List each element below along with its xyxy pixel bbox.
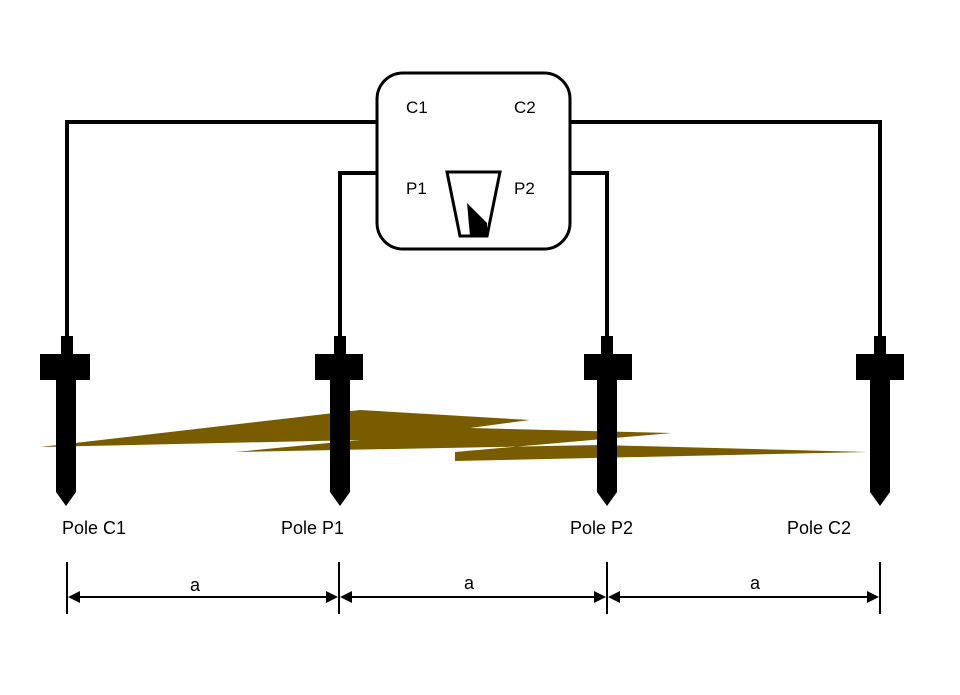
terminal-c2-label: C2	[514, 98, 536, 117]
wiring	[65, 120, 882, 336]
dimension-lines	[66, 562, 881, 614]
electrode-p1	[315, 336, 363, 506]
electrode-c1	[40, 336, 90, 506]
wire-c1	[65, 120, 378, 336]
spacing-label-3: a	[746, 573, 765, 594]
ground-layer	[40, 410, 868, 461]
terminal-p2-label: P2	[514, 179, 535, 198]
pole-p2-label: Pole P2	[570, 518, 634, 538]
terminal-c1-label: C1	[406, 98, 428, 117]
spacing-label-2: a	[460, 573, 479, 594]
dimension-arrows	[68, 591, 879, 603]
electrode-p2	[584, 336, 632, 506]
wire-p1	[338, 171, 378, 336]
terminal-p1-label: P1	[406, 179, 427, 198]
wire-c2	[570, 120, 882, 336]
electrode-c2	[856, 336, 904, 506]
spacing-label-1: a	[186, 575, 205, 596]
wire-p2	[570, 171, 609, 336]
pole-c1-label: Pole C1	[62, 518, 127, 538]
gauge-icon	[445, 170, 502, 238]
meter-box	[375, 71, 572, 251]
pole-c2-label: Pole C2	[787, 518, 852, 538]
pole-p1-label: Pole P1	[281, 518, 345, 538]
